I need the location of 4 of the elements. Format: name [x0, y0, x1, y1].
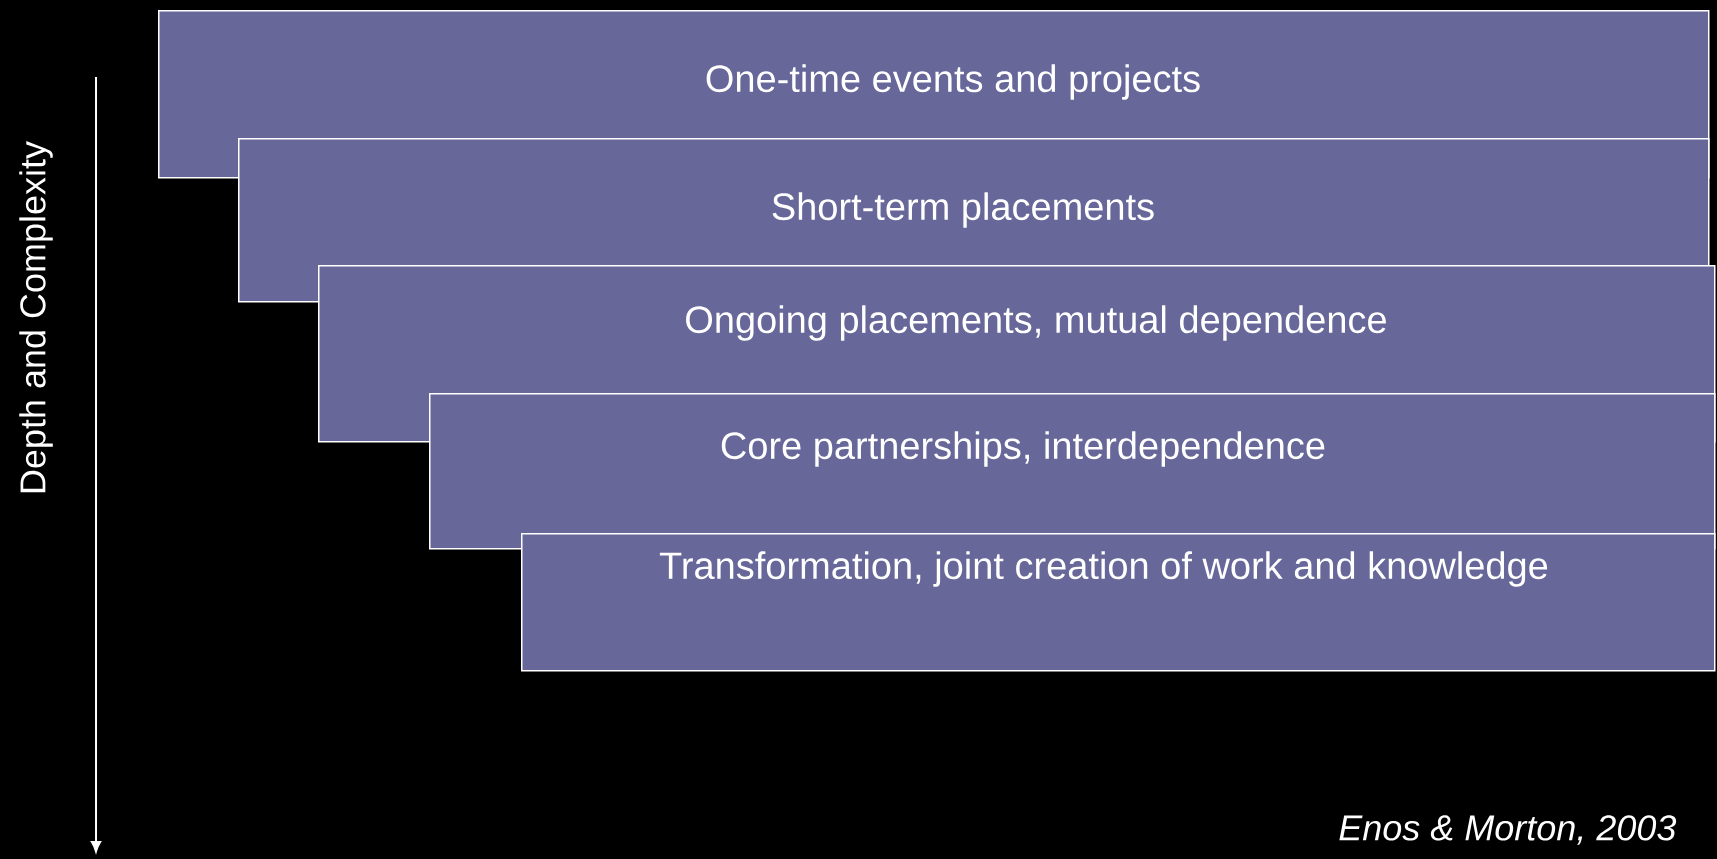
stage-box: Transformation, joint creation of work and knowledge — [521, 533, 1716, 672]
axis-label: Depth and Complexity — [19, 141, 53, 493]
citation: Enos & Morton, 2003 — [1339, 815, 1677, 845]
stage-box: Core partnerships, interdependence — [429, 393, 1716, 550]
